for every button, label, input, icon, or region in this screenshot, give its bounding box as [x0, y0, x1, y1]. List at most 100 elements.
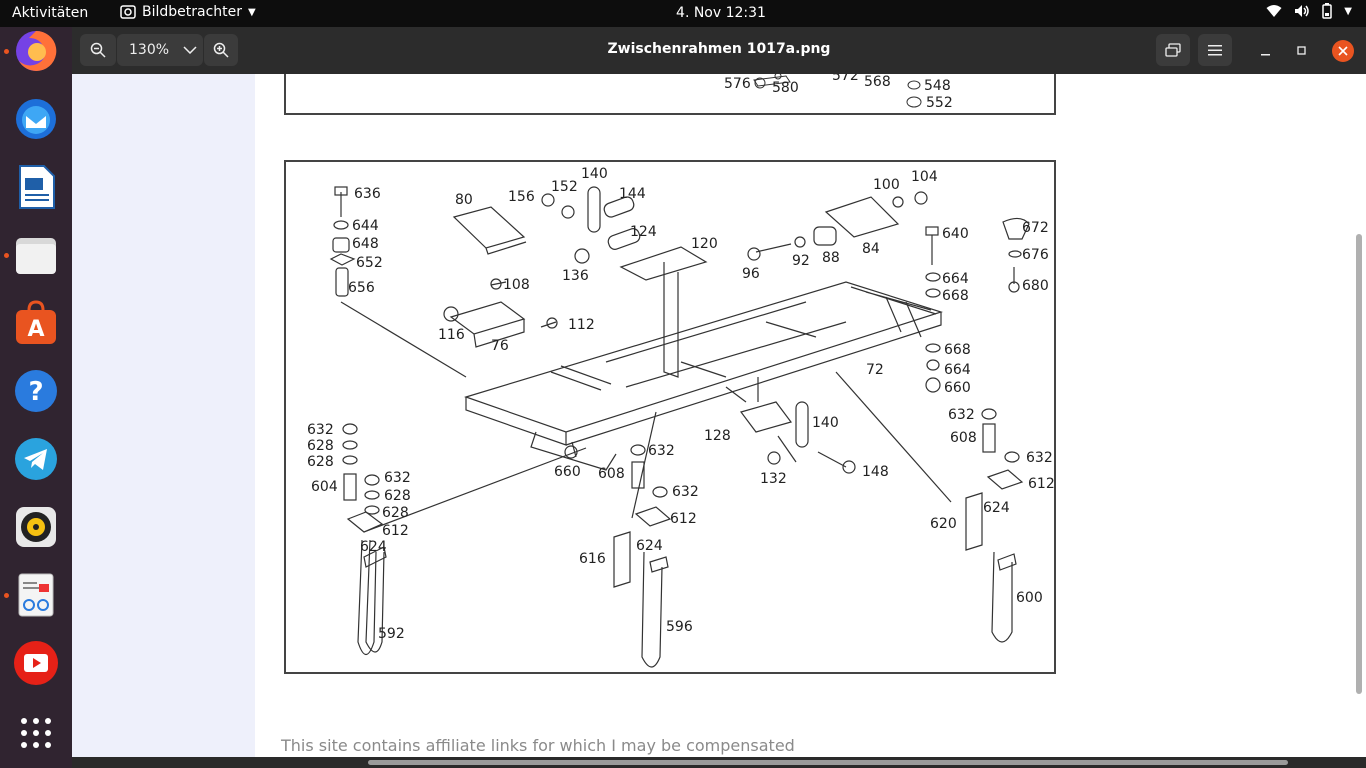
app-menu[interactable]: Bildbetrachter ▼	[120, 4, 256, 20]
restore-windows-icon	[1165, 43, 1181, 57]
main-menu-button[interactable]	[1198, 34, 1232, 66]
ubuntu-software-icon[interactable]: A	[12, 299, 60, 347]
part-label: 112	[568, 317, 595, 333]
show-applications-icon[interactable]	[12, 709, 60, 757]
activities-button[interactable]: Aktivitäten	[12, 5, 89, 21]
part-label: 104	[911, 169, 938, 185]
part-label: 596	[666, 619, 693, 635]
battery-icon	[1322, 3, 1333, 19]
libreoffice-writer-icon[interactable]	[12, 163, 60, 211]
part-label: 136	[562, 268, 589, 284]
part-label: 616	[579, 551, 606, 567]
dock: A ?	[0, 27, 72, 768]
zoom-in-icon	[213, 42, 229, 58]
part-label: 672	[1022, 220, 1049, 236]
wifi-icon	[1266, 5, 1282, 17]
part-label: 632	[384, 470, 411, 486]
part-label: 636	[354, 186, 381, 202]
chevron-down-icon	[183, 46, 197, 54]
part-label: 608	[950, 430, 977, 446]
header-bar: 130% Zwischenrahmen 1017a.png	[72, 27, 1366, 74]
part-label: 140	[581, 166, 608, 182]
part-label: 632	[307, 422, 334, 438]
part-label: 600	[1016, 590, 1043, 606]
system-menu[interactable]: ▼	[1266, 3, 1352, 19]
close-icon	[1338, 46, 1348, 56]
fullscreen-button[interactable]	[1156, 34, 1190, 66]
part-label: 152	[551, 179, 578, 195]
part-label: 80	[455, 192, 473, 208]
part-label: 632	[1026, 450, 1053, 466]
minimize-button[interactable]	[1256, 41, 1276, 61]
part-label: 628	[384, 488, 411, 504]
document-viewer-icon[interactable]	[12, 571, 60, 619]
thunderbird-icon[interactable]	[12, 95, 60, 143]
part-label: 656	[348, 280, 375, 296]
part-label: 100	[873, 177, 900, 193]
firefox-icon[interactable]	[12, 27, 60, 75]
part-label: 624	[636, 538, 663, 554]
part-label: 612	[382, 523, 409, 539]
part-label: 552	[926, 95, 953, 111]
zoom-out-icon	[90, 42, 106, 58]
running-indicator	[4, 253, 9, 258]
part-label: 624	[983, 500, 1010, 516]
part-label: 88	[822, 250, 840, 266]
maximize-button[interactable]	[1292, 41, 1312, 61]
part-label: 92	[792, 253, 810, 269]
part-label: 108	[503, 277, 530, 293]
part-label: 648	[352, 236, 379, 252]
youtube-icon[interactable]	[12, 639, 60, 687]
part-label: 120	[691, 236, 718, 252]
part-label: 604	[311, 479, 338, 495]
zoom-out-button[interactable]	[80, 34, 116, 66]
part-label: 144	[619, 186, 646, 202]
vertical-scrollbar[interactable]	[1356, 234, 1362, 694]
part-label: 548	[924, 78, 951, 94]
scrollbar-thumb[interactable]	[368, 760, 1288, 765]
files-icon[interactable]	[12, 231, 60, 279]
part-label: 612	[1028, 476, 1055, 492]
part-label: 612	[670, 511, 697, 527]
zoom-level-dropdown[interactable]: 130%	[117, 34, 203, 66]
part-label: 124	[630, 224, 657, 240]
part-label: 660	[944, 380, 971, 396]
part-label: 640	[942, 226, 969, 242]
part-label: 664	[944, 362, 971, 378]
horizontal-scrollbar[interactable]	[72, 757, 1366, 768]
help-icon[interactable]: ?	[12, 367, 60, 415]
part-label: 632	[672, 484, 699, 500]
top-bar: Aktivitäten Bildbetrachter ▼ 4. Nov 12:3…	[0, 0, 1366, 27]
part-label: 632	[648, 443, 675, 459]
part-label: 676	[1022, 247, 1049, 263]
part-label: 116	[438, 327, 465, 343]
page-margin	[72, 74, 255, 768]
affiliate-notice: This site contains affiliate links for w…	[281, 736, 795, 755]
close-button[interactable]	[1332, 40, 1354, 62]
part-label: 664	[942, 271, 969, 287]
part-label: 572	[832, 74, 859, 84]
app-menu-label: Bildbetrachter	[142, 4, 243, 20]
svg-text:A: A	[27, 317, 44, 342]
window-title: Zwischenrahmen 1017a.png	[607, 41, 831, 57]
maximize-icon	[1297, 46, 1306, 55]
svg-text:?: ?	[28, 377, 43, 407]
minimize-icon	[1261, 54, 1270, 56]
image-canvas[interactable]: 576 580 572 568 548 552	[72, 74, 1366, 768]
part-label: 660	[554, 464, 581, 480]
part-label: 628	[307, 454, 334, 470]
part-label: 132	[760, 471, 787, 487]
telegram-icon[interactable]	[12, 435, 60, 483]
running-indicator	[4, 49, 9, 54]
part-label: 76	[491, 338, 509, 354]
part-label: 608	[598, 466, 625, 482]
rhythmbox-icon[interactable]	[12, 503, 60, 551]
part-label: 624	[360, 539, 387, 555]
hamburger-menu-icon	[1208, 45, 1222, 56]
part-label: 128	[704, 428, 731, 444]
clock[interactable]: 4. Nov 12:31	[676, 5, 766, 21]
zoom-in-button[interactable]	[204, 34, 238, 66]
exploded-view-drawing: 636 644 648 652 656 80 156 152 140 144 1…	[307, 166, 1055, 668]
part-label: 644	[352, 218, 379, 234]
part-label: 592	[378, 626, 405, 642]
